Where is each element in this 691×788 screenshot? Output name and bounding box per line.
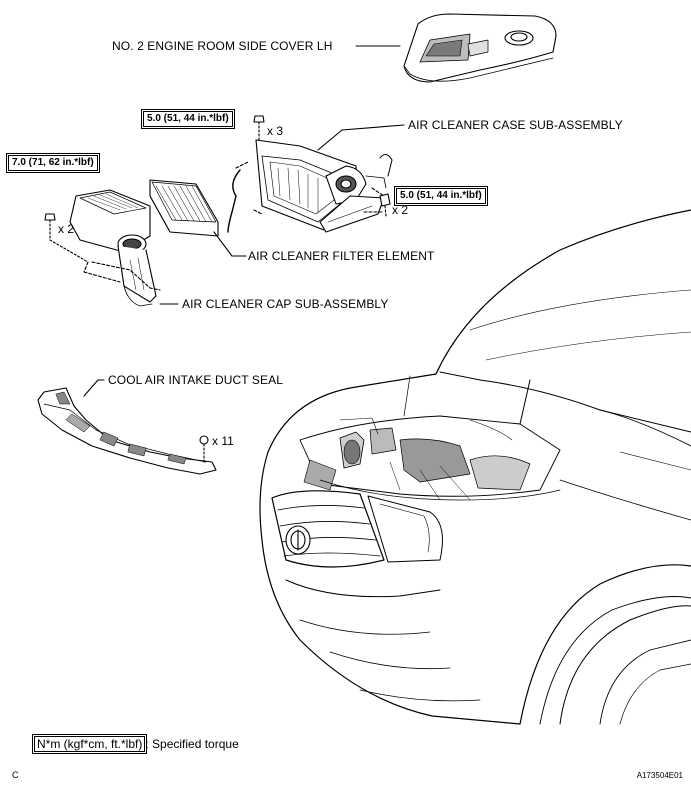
cool-air-intake-duct-seal-part	[37, 387, 217, 475]
air-cleaner-cap-label: AIR CLEANER CAP SUB-ASSEMBLY	[182, 297, 389, 311]
corner-code-left: C	[12, 770, 19, 780]
case-top-torque-spec: 5.0 (51, 44 in.*lbf)	[143, 111, 233, 127]
case-side-bolt	[379, 193, 391, 217]
air-cleaner-case-part	[227, 139, 393, 233]
torque-legend-text: : Specified torque	[145, 737, 239, 751]
air-cleaner-cap-part	[69, 189, 161, 307]
engine-room-side-cover-part	[403, 13, 557, 83]
case-top-bolt	[253, 115, 265, 141]
case-top-bolt-quantity: x 3	[267, 124, 284, 138]
cool-air-intake-duct-seal-label: COOL AIR INTAKE DUCT SEAL	[108, 373, 283, 387]
cap-torque-spec: 7.0 (71, 62 in.*lbf)	[8, 155, 98, 171]
duct-seal-clip	[199, 435, 209, 463]
cap-bolt	[44, 213, 89, 263]
case-leader-line-2	[317, 129, 343, 151]
torque-legend: N*m (kgf*cm, ft.*lbf): Specified torque	[34, 736, 239, 752]
duct-seal-clip-quantity: x 11	[212, 434, 234, 448]
illustration-code: A173504E01	[636, 771, 683, 780]
case-leader-line	[341, 124, 405, 131]
filter-leader-line	[213, 231, 233, 257]
engine-room-side-cover-label: NO. 2 ENGINE ROOM SIDE COVER LH	[112, 39, 333, 53]
cap-bolt-quantity: x 2	[58, 222, 75, 236]
air-cleaner-filter-label: AIR CLEANER FILTER ELEMENT	[248, 249, 435, 263]
case-side-bolt-quantity: x 2	[392, 203, 409, 217]
duct-seal-leader-line-2	[83, 379, 99, 397]
vehicle-front-drawing	[259, 209, 691, 725]
case-side-torque-spec: 5.0 (51, 44 in.*lbf)	[396, 188, 486, 204]
air-cleaner-filter-part	[149, 179, 219, 237]
torque-legend-unit: N*m (kgf*cm, ft.*lbf)	[34, 736, 146, 752]
air-cleaner-case-label: AIR CLEANER CASE SUB-ASSEMBLY	[408, 118, 623, 132]
